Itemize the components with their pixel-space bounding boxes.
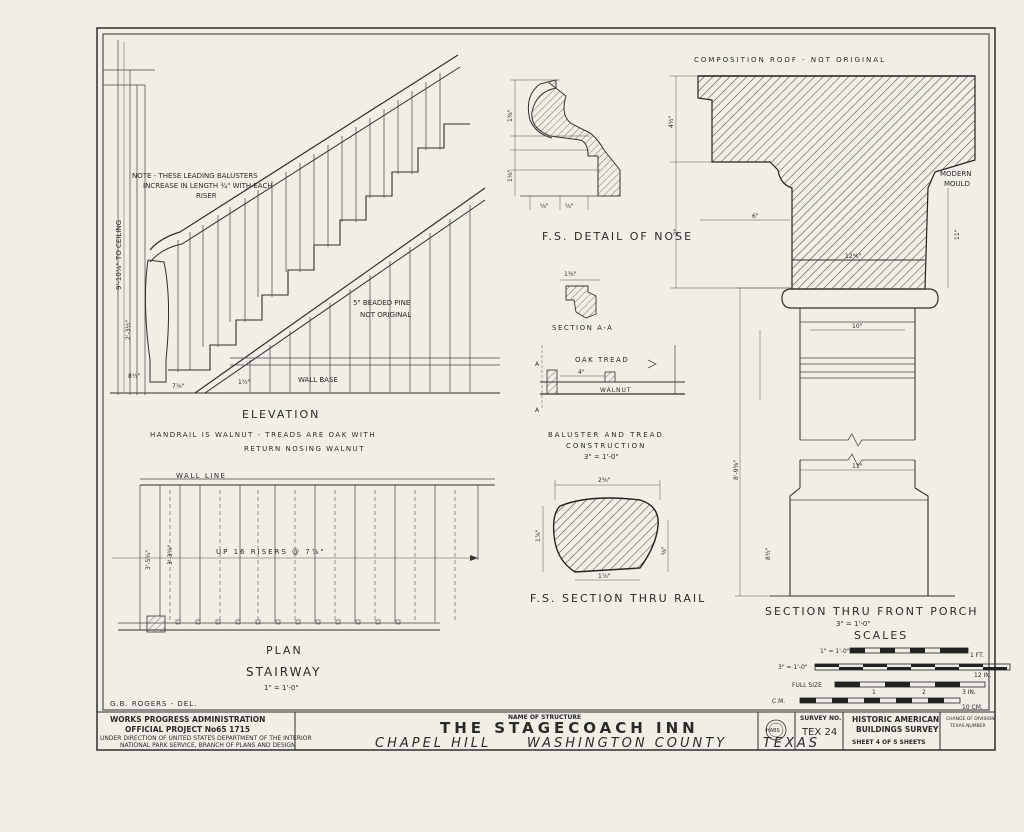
nose-dim-3: ⅝": [540, 203, 549, 210]
baluster-tread-title-1: BALUSTER AND TREAD: [548, 431, 664, 439]
baluster-note-1: NOTE - THESE LEADING BALUSTERS: [132, 172, 258, 180]
dim-plan-1: 3'-5¾": [145, 550, 152, 570]
change-division-1: CHANGE OF DIVISION: [946, 716, 995, 722]
scale-3-label: 3" = 1'-0": [778, 664, 808, 671]
nose-detail-title: F.S. DETAIL OF NOSE: [542, 230, 693, 243]
change-division-2: TEXAS NUMBER: [949, 723, 986, 729]
scale-1-end: 1 FT.: [970, 652, 984, 659]
a-mark-top: A: [535, 361, 540, 368]
beaded-pine-1: 5" BEADED PINE: [353, 299, 410, 307]
dim-stair-3: 8½": [128, 373, 141, 380]
outer-border: [96, 27, 996, 751]
porch-dim-11: 11": [852, 463, 863, 470]
beaded-pine-2: NOT ORIGINAL: [360, 311, 411, 319]
wpa-line-3: UNDER DIRECTION OF UNITED STATES DEPARTM…: [100, 735, 312, 742]
baluster-note-2: INCREASE IN LENGTH ¾" WITH EACH: [143, 182, 273, 190]
section-aa-title: SECTION A-A: [552, 324, 613, 332]
survey-no-label: SURVEY NO.: [800, 715, 841, 722]
title-block: [97, 711, 995, 750]
up-risers-label: UP 16 RISERS @ 7⅞": [216, 548, 326, 556]
dim-stair-4: 2'-3½": [125, 320, 132, 340]
scale-3-end: 12 IN.: [974, 672, 992, 679]
wpa-line-1: WORKS PROGRESS ADMINISTRATION: [110, 715, 265, 724]
structure-location: CHAPEL HILL WASHINGTON COUNTY TEXAS: [375, 736, 820, 751]
porch-section: [670, 75, 976, 597]
plan-title: PLAN: [266, 644, 303, 657]
rail-dim-width: 2⅜": [598, 477, 611, 484]
rail-dim-side: ⅝": [661, 546, 668, 555]
wpa-line-2: OFFICIAL PROJECT No65 1715: [125, 725, 250, 734]
baluster-tread: [540, 345, 685, 410]
section-aa: [560, 279, 600, 319]
porch-dim-10: 10": [852, 323, 863, 330]
habs-line-2: BUILDINGS SURVEY: [856, 725, 939, 734]
scale-full-label: FULL SIZE: [792, 682, 822, 689]
elevation-title: ELEVATION: [242, 408, 320, 421]
name-of-structure-label: NAME OF STRUCTURE: [508, 714, 581, 721]
dim-stair-2: 7⅛": [172, 383, 185, 390]
scale-full-1: 1: [872, 689, 876, 696]
porch-dim-8: 8'-9⅜": [733, 460, 740, 480]
oak-tread-label: OAK TREAD: [575, 356, 629, 364]
rail-section: [542, 480, 669, 581]
baluster-tread-scale: 3" = 1'-0": [584, 453, 619, 461]
wall-base-label: WALL BASE: [298, 376, 338, 384]
stairway-scale: 1" = 1'-0": [264, 684, 299, 692]
scale-cm-label: C.M.: [772, 698, 785, 705]
scales-title: SCALES: [854, 629, 908, 642]
porch-dim-12: 12⅜": [845, 253, 861, 260]
rail-section-title: F.S. SECTION THRU RAIL: [530, 592, 706, 605]
inner-border: [102, 33, 990, 711]
baluster-note-3: RISER: [196, 192, 217, 200]
a-mark-bottom: A: [535, 407, 540, 414]
nose-detail: [510, 79, 621, 210]
porch-section-title: SECTION THRU FRONT PORCH: [765, 605, 979, 618]
modern-mould-2: MOULD: [944, 180, 970, 188]
scale-1-label: 1" = 1'-0": [820, 648, 850, 655]
porch-dim-8b: 8½": [765, 547, 772, 560]
tread-dim-4: 4": [578, 369, 585, 376]
rail-dim-bottom: 1⅞": [598, 573, 611, 580]
wall-line-label: WALL LINE: [176, 472, 226, 480]
sheet-number: SHEET 4 OF 5 SHEETS: [852, 739, 926, 746]
wpa-line-4: NATIONAL PARK SERVICE, BRANCH OF PLANS A…: [120, 742, 296, 749]
section-aa-dim: 1⅜": [564, 271, 577, 278]
porch-section-scale: 3" = 1'-0": [836, 620, 871, 628]
scale-bars: [799, 647, 1011, 704]
porch-dim-2b: 2": [673, 228, 680, 235]
handrail-note-1: HANDRAIL IS WALNUT - TREADS ARE OAK WITH: [150, 431, 376, 439]
survey-no: TEX 24: [801, 727, 837, 738]
scale-cm-end: 10 CM.: [962, 704, 983, 711]
baluster-tread-title-2: CONSTRUCTION: [566, 442, 646, 450]
stair-plan: [112, 478, 495, 633]
to-ceiling-note: 9'-10⅛" TO CEILING: [115, 220, 123, 290]
habs-line-1: HISTORIC AMERICAN: [852, 715, 939, 724]
rail-dim-height: 1⅞": [535, 529, 542, 542]
scale-full-end: 3 IN.: [962, 689, 976, 696]
roof-note: COMPOSITION ROOF - NOT ORIGINAL: [694, 56, 886, 64]
stairway-title: STAIRWAY: [246, 665, 321, 679]
stair-elevation: [103, 40, 500, 395]
porch-dim-11b: 11": [954, 229, 961, 240]
dim-plan-2: 3'-3¾": [167, 545, 174, 565]
nose-dim-1: 1⅜": [507, 109, 514, 122]
scale-full-2: 2: [922, 689, 926, 696]
modern-mould-1: MODERN: [940, 170, 971, 178]
nose-dim-4: ⅝": [565, 203, 574, 210]
handrail-note-2: RETURN NOSING WALNUT: [244, 445, 365, 453]
seal-text: HABS: [766, 728, 780, 734]
dim-stair-1: 1½": [238, 379, 251, 386]
delineator: G.B. ROGERS - DEL.: [110, 700, 197, 708]
porch-dim-4b: 4½": [668, 115, 675, 128]
porch-dim-6: 6": [752, 213, 759, 220]
structure-name: THE STAGECOACH INN: [440, 719, 699, 737]
walnut-label: WALNUT: [600, 387, 632, 394]
nose-dim-2: 1⅛": [507, 169, 514, 182]
